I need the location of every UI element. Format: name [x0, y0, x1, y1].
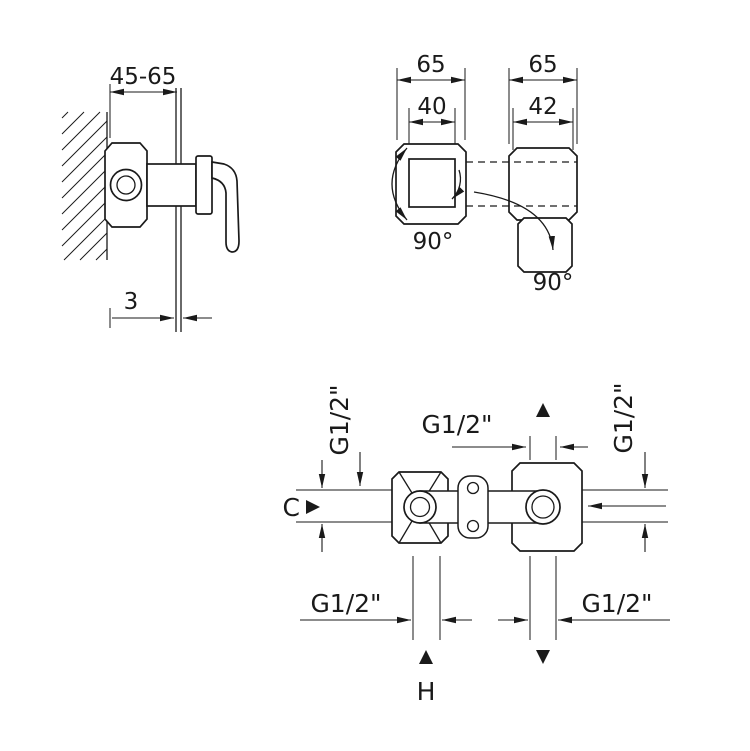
- height-h-label: H: [417, 677, 436, 706]
- dimension-spout-inner-width: 42: [512, 94, 574, 150]
- wall-hatch: [61, 111, 108, 261]
- bracket-screw-hole-bottom: [466, 519, 480, 533]
- handle-base-outline: [408, 158, 456, 208]
- left-port-circle: [403, 490, 437, 524]
- mounting-bracket: [457, 475, 489, 539]
- thread-right-top-label: G1/2": [609, 382, 638, 453]
- thread-bottom-left-dimension: G1/2": [300, 589, 472, 624]
- flow-up-arrow-top: [536, 403, 550, 417]
- right-port-inner-circle: [531, 495, 555, 519]
- thread-center-top-label: G1/2": [421, 410, 492, 439]
- plan-extension-lines: [296, 436, 668, 640]
- thread-left-annotation: G1/2": [325, 384, 364, 486]
- thread-bottom-right-dimension: G1/2": [498, 589, 670, 624]
- valve-port-circle: [109, 168, 143, 202]
- spout-swing-label: 90°: [533, 270, 574, 296]
- dimension-handle-plate-width: 65: [396, 52, 466, 140]
- thread-bottom-right-label: G1/2": [581, 589, 652, 618]
- left-valve-block-chamfer-lines: [398, 471, 442, 544]
- dimension-handle-inner-width: 40: [408, 94, 456, 155]
- spout-plate-width-label: 65: [528, 52, 557, 78]
- flow-down-arrow-bottom: [536, 650, 550, 664]
- plate-gap-label: 3: [124, 289, 139, 315]
- spout-rotated-outline: [517, 217, 573, 273]
- dimension-spout-plate-width: 65: [508, 52, 578, 144]
- spout-inner-width-label: 42: [528, 94, 557, 120]
- handle-swing-small-arc: [451, 169, 465, 200]
- handle-swing-arc: [391, 147, 408, 221]
- spout-plate-outline: [508, 147, 578, 221]
- depth-range-label: 45-65: [110, 64, 177, 90]
- thread-center-annotation: G1/2": [421, 403, 588, 451]
- dimension-plate-gap: 3: [109, 289, 212, 328]
- side-view: 45-65 3: [61, 64, 240, 332]
- trim-plate-side: [195, 155, 213, 215]
- bracket-screw-hole-top: [466, 481, 480, 495]
- spout-swing-arc: [473, 191, 555, 251]
- handle-lever: [211, 160, 240, 253]
- offset-c-arrow: [306, 500, 320, 514]
- valve-port-inner-circle: [116, 175, 136, 195]
- valve-flange-side: [104, 142, 148, 228]
- offset-c-dimension: C: [283, 460, 326, 552]
- dimension-depth-range: 45-65: [109, 64, 177, 138]
- finished-wall-lines: [175, 88, 182, 332]
- handle-inner-width-label: 40: [417, 94, 446, 120]
- thread-bottom-left-label: G1/2": [310, 589, 381, 618]
- plan-view: G1/2" C G1/2" G1/2" G1/2": [283, 382, 670, 706]
- right-port-circle: [525, 489, 561, 525]
- valve-cartridge: [146, 163, 197, 207]
- offset-c-label: C: [283, 493, 300, 522]
- flow-up-arrow-bottom: [419, 650, 433, 664]
- left-port-inner-circle: [409, 496, 431, 518]
- thread-right-annotation: G1/2": [588, 382, 666, 552]
- thread-left-top-label: G1/2": [325, 384, 354, 455]
- front-view-handle-plate: 65 40 90°: [391, 52, 467, 255]
- front-view-spout-plate: 65 42 90°: [466, 52, 578, 296]
- handle-swing-label: 90°: [413, 229, 454, 255]
- handle-plate-width-label: 65: [416, 52, 445, 78]
